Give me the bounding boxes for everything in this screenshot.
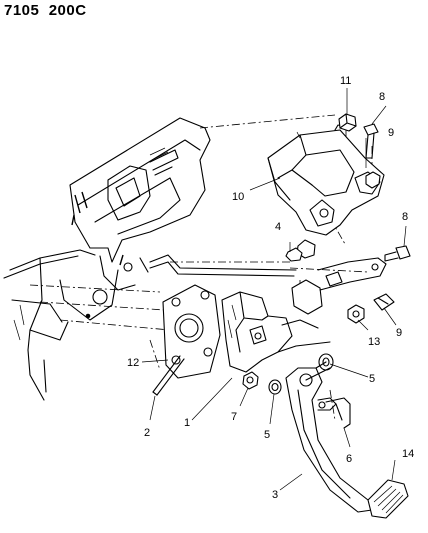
callout-2: 2	[144, 427, 150, 439]
mounting-plate	[162, 284, 221, 379]
callout-11: 11	[340, 75, 351, 87]
clip-6	[317, 397, 351, 429]
callout-10: 10	[232, 191, 244, 203]
nut-7	[242, 371, 259, 390]
leader-lines	[141, 88, 407, 491]
callout-8b: 8	[402, 211, 408, 223]
callout-8a: 8	[379, 91, 385, 103]
stud-2	[152, 355, 185, 396]
callout-9a: 9	[388, 127, 394, 139]
figure-id: 7105 200C	[4, 2, 87, 19]
pivot-bracket	[285, 239, 387, 315]
callout-7: 7	[231, 411, 237, 423]
pushrod-link	[139, 254, 297, 277]
bushing-5-left	[268, 379, 282, 395]
callout-1: 1	[184, 417, 190, 429]
pedal-pad	[367, 479, 409, 519]
pedal-support-bracket	[221, 291, 331, 373]
callout-5a: 5	[369, 373, 375, 385]
callout-6: 6	[346, 453, 352, 465]
clip-9-lower	[373, 293, 395, 311]
callout-12: 12	[127, 357, 139, 369]
firewall-panel	[3, 117, 211, 401]
bolt-8-upper	[363, 123, 379, 159]
callout-9b: 9	[396, 327, 402, 339]
nut-11	[338, 113, 357, 132]
upper-pedal-bracket	[267, 124, 385, 236]
callout-3: 3	[272, 489, 278, 501]
callout-13: 13	[368, 336, 380, 348]
nut-13	[347, 304, 365, 324]
callout-14: 14	[402, 448, 414, 460]
callout-4: 4	[275, 221, 281, 233]
nut-9-upper	[365, 171, 381, 189]
brake-pedal-arm	[285, 361, 379, 513]
bolt-8-lower	[384, 245, 411, 262]
callout-5b: 5	[264, 429, 270, 441]
